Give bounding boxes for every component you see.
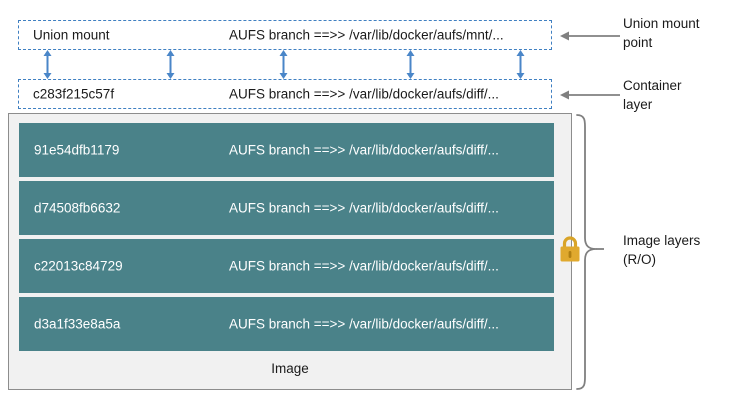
image-layer-path-1: AUFS branch ==>> /var/lib/docker/aufs/di…: [229, 142, 499, 158]
image-layer-id-4: d3a1f33e8a5a: [34, 316, 121, 332]
container-layer-id: c283f215c57f: [33, 86, 115, 102]
image-layer-path-4: AUFS branch ==>> /var/lib/docker/aufs/di…: [229, 316, 499, 332]
image-layer-id-2: d74508fb6632: [34, 200, 121, 216]
image-caption: Image: [271, 361, 309, 376]
callout-label-union-mount-point: Union mount point: [623, 16, 700, 50]
double-headed-arrow-icon-2: [165, 50, 176, 79]
callout-label-container-layer: Container layer: [623, 78, 682, 112]
image-layer-row-3: c22013c84729 AUFS branch ==>> /var/lib/d…: [19, 239, 554, 293]
union-mount-box: Union mount AUFS branch ==>> /var/lib/do…: [18, 20, 552, 50]
union-mount-path: AUFS branch ==>> /var/lib/docker/aufs/mn…: [229, 27, 504, 43]
double-headed-arrow-icon-4: [405, 50, 416, 79]
union-mount-label: Union mount: [33, 27, 110, 43]
image-layer-path-3: AUFS branch ==>> /var/lib/docker/aufs/di…: [229, 258, 499, 274]
image-layer-row-2: d74508fb6632 AUFS branch ==>> /var/lib/d…: [19, 181, 554, 235]
image-layer-row-1: 91e54dfb1179 AUFS branch ==>> /var/lib/d…: [19, 123, 554, 177]
container-layer-path: AUFS branch ==>> /var/lib/docker/aufs/di…: [229, 86, 499, 102]
callout-label-image-layers: Image layers (R/O): [623, 233, 701, 267]
container-layer-box: c283f215c57f AUFS branch ==>> /var/lib/d…: [18, 79, 552, 109]
image-layer-id-1: 91e54dfb1179: [34, 142, 120, 158]
curly-brace-icon: [574, 113, 604, 391]
lock-icon: [556, 234, 584, 266]
image-layer-row-4: d3a1f33e8a5a AUFS branch ==>> /var/lib/d…: [19, 297, 554, 351]
double-headed-arrow-icon-5: [515, 50, 526, 79]
callout-arrow-union-mount: [560, 29, 620, 41]
double-headed-arrow-icon-3: [278, 50, 289, 79]
image-container: 91e54dfb1179 AUFS branch ==>> /var/lib/d…: [8, 113, 572, 390]
image-layer-id-3: c22013c84729: [34, 258, 123, 274]
double-headed-arrow-icon-1: [42, 50, 53, 79]
callout-arrow-container-layer: [560, 88, 620, 100]
image-layer-path-2: AUFS branch ==>> /var/lib/docker/aufs/di…: [229, 200, 499, 216]
